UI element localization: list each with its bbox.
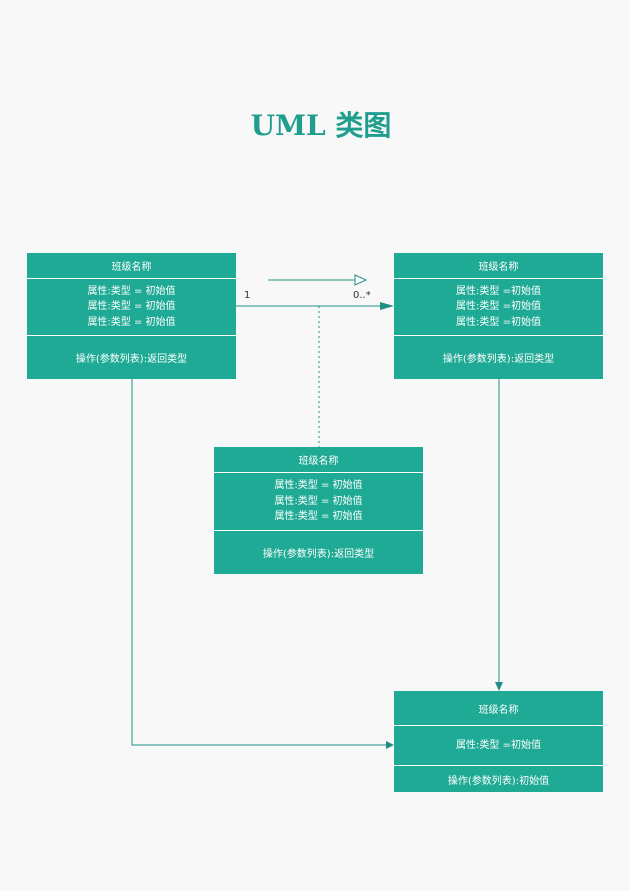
attribute: 属性:类型 = 初始值 [87, 316, 176, 328]
class-name: 班级名称 [394, 253, 603, 279]
attribute: 属性:类型 =初始值 [456, 739, 541, 751]
attributes-section: 属性:类型 =初始值 属性:类型 =初始值 属性:类型 =初始值 [394, 279, 603, 336]
operation: 操作(参数列表):返回类型 [262, 549, 375, 560]
attribute: 属性:类型 =初始值 [456, 301, 541, 313]
a-to-d-arrowhead [386, 741, 394, 749]
b-to-d-arrowhead [495, 682, 503, 691]
attribute: 属性:类型 =初始值 [456, 316, 541, 328]
class-name: 班级名称 [27, 253, 236, 279]
attribute: 属性:类型 = 初始值 [274, 511, 363, 523]
class-box-a[interactable]: 班级名称 属性:类型 = 初始值 属性:类型 = 初始值 属性:类型 = 初始值… [27, 253, 236, 379]
attribute: 属性:类型 =初始值 [456, 285, 541, 297]
attribute: 属性:类型 = 初始值 [87, 301, 176, 313]
multiplicity-right: 0..* [353, 290, 371, 301]
attributes-section: 属性:类型 = 初始值 属性:类型 = 初始值 属性:类型 = 初始值 [27, 279, 236, 336]
attribute: 属性:类型 = 初始值 [87, 285, 176, 297]
class-name: 班级名称 [394, 691, 603, 726]
operation: 操作(参数列表):返回类型 [442, 354, 555, 365]
operation: 操作(参数列表):返回类型 [75, 354, 188, 365]
attribute: 属性:类型 = 初始值 [274, 480, 363, 492]
page-title: UML 类图 [250, 109, 392, 142]
class-box-c[interactable]: 班级名称 属性:类型 = 初始值 属性:类型 = 初始值 属性:类型 = 初始值… [214, 447, 423, 574]
association-arrowhead [380, 302, 394, 310]
a-to-d-line [131, 379, 388, 746]
class-name: 班级名称 [214, 447, 423, 473]
attribute: 属性:类型 = 初始值 [274, 495, 363, 507]
operation: 操作(参数列表):初始值 [447, 775, 550, 787]
attributes-section: 属性:类型 = 初始值 属性:类型 = 初始值 属性:类型 = 初始值 [214, 473, 423, 531]
multiplicity-left: 1 [244, 290, 251, 301]
attributes-section: 属性:类型 =初始值 [394, 726, 603, 766]
class-box-d[interactable]: 班级名称 属性:类型 =初始值 操作(参数列表):初始值 [394, 691, 603, 792]
class-box-b[interactable]: 班级名称 属性:类型 =初始值 属性:类型 =初始值 属性:类型 =初始值 操作… [394, 253, 603, 379]
generalization-arrowhead [354, 274, 368, 286]
